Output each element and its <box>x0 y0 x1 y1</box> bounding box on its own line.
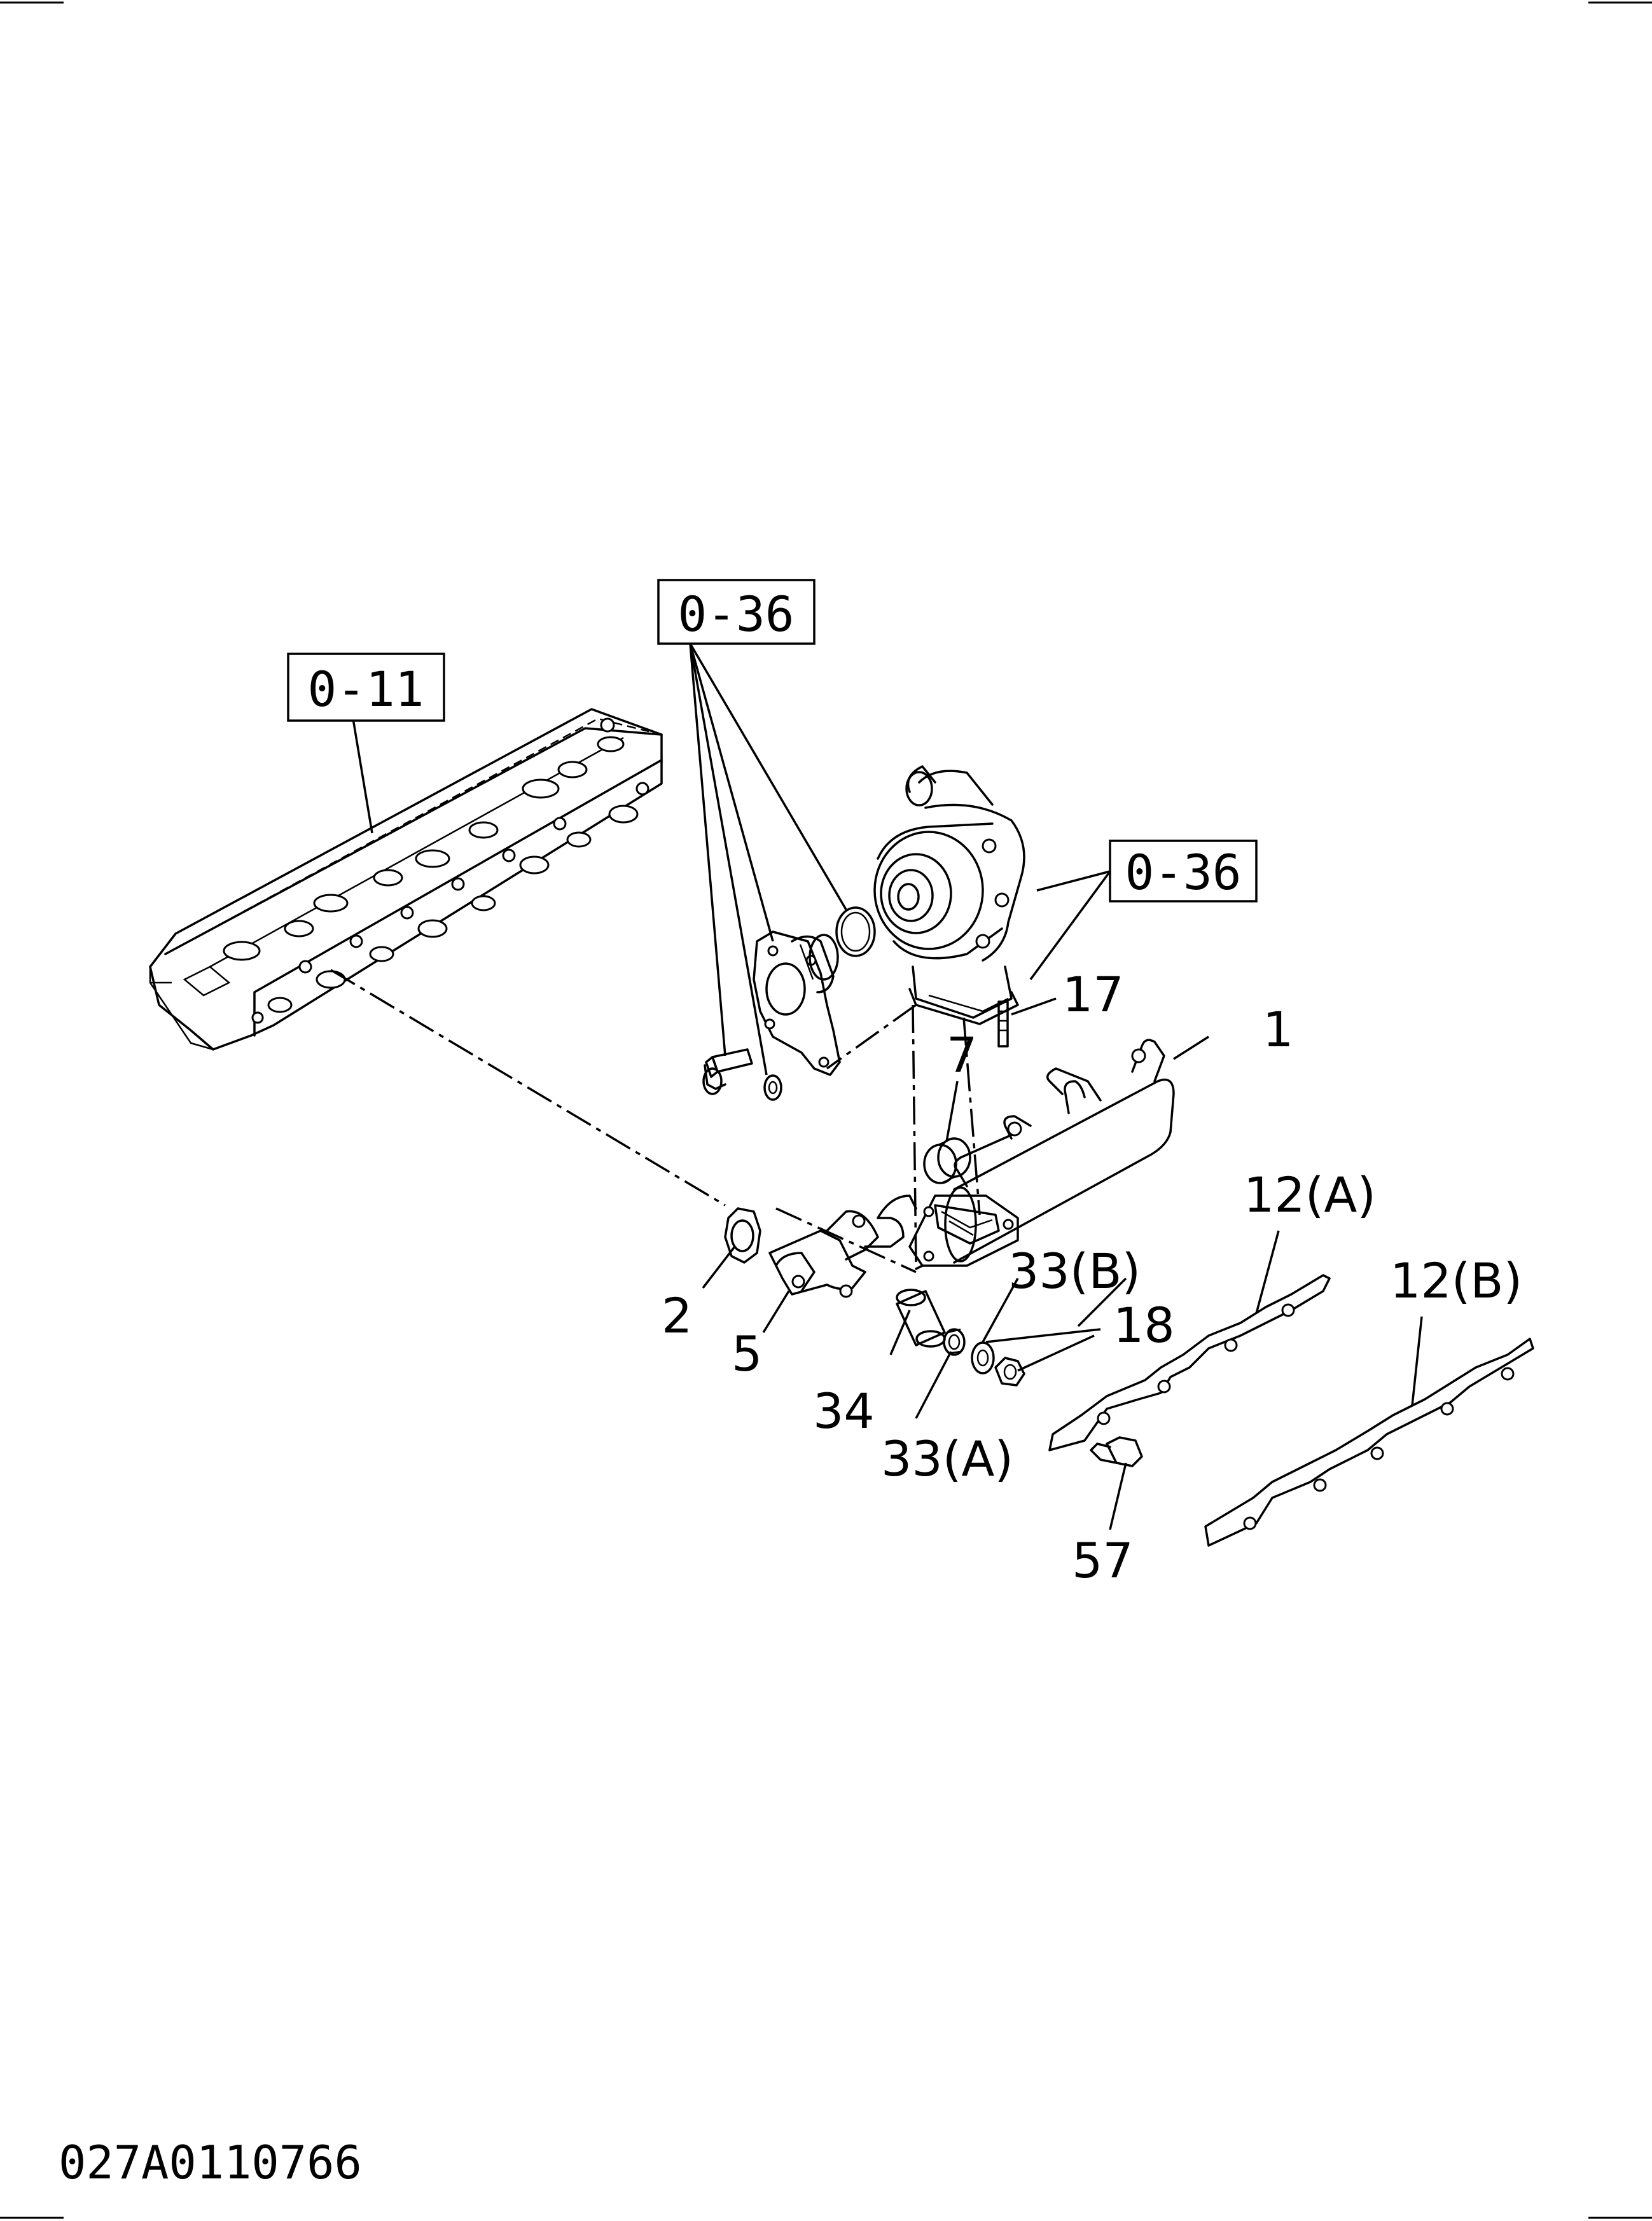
callout-12a: 12(A) <box>1244 1166 1376 1223</box>
cylinder-head-drawing <box>149 708 663 1051</box>
leader-cylinder-head <box>352 718 373 834</box>
callout-17: 17 <box>1062 966 1124 1023</box>
ref-label-turbo-side: 0-36 <box>1125 844 1241 901</box>
stud-drawing <box>997 1000 1009 1048</box>
callout-1: 1 <box>1263 1001 1293 1058</box>
o-ring-drawing <box>835 906 876 957</box>
callout-leaders <box>702 997 1423 1530</box>
callout-12b: 12(B) <box>1390 1252 1522 1309</box>
callout-57: 57 <box>1072 1532 1134 1589</box>
front-manifold-drawing <box>768 1194 917 1298</box>
alignment-lines <box>330 969 981 1273</box>
bolt-57-drawing <box>1090 1436 1143 1467</box>
sleeve-drawing <box>896 1289 946 1348</box>
bolt-washer-drawing <box>702 1048 782 1101</box>
washer-b-drawing <box>971 1341 995 1374</box>
callout-18: 18 <box>1113 1297 1175 1353</box>
ref-label-turbo-top: 0-36 <box>677 586 794 642</box>
gasket-plate-b-drawing <box>1204 1338 1534 1547</box>
callout-2: 2 <box>662 1287 692 1344</box>
washer-a-drawing <box>943 1328 966 1356</box>
callout-34: 34 <box>813 1383 875 1439</box>
drawing-code: 027A0110766 <box>59 2136 362 2189</box>
callout-5: 5 <box>732 1325 762 1382</box>
gasket-drawing <box>724 1207 761 1264</box>
gasket-plate-a-drawing <box>1048 1274 1331 1451</box>
turbo-flange-drawing <box>753 931 841 1076</box>
callout-33a: 33(A) <box>881 1430 1013 1487</box>
ref-label-cylinder-head: 0-11 <box>307 661 424 717</box>
callout-7: 7 <box>947 1027 977 1083</box>
seal-ring-drawing <box>923 1137 971 1184</box>
ref-box-cylinder-head[interactable]: 0-11 <box>287 653 445 722</box>
leaders-turbo-top <box>689 643 847 1076</box>
ref-box-turbo-side[interactable]: 0-36 <box>1109 840 1258 903</box>
turbocharger-drawing <box>873 765 1025 1025</box>
leader-turbo-side-1 <box>1036 870 1111 892</box>
leader-turbo-side-2 <box>1029 870 1111 981</box>
callout-33b: 33(B) <box>1008 1243 1141 1299</box>
nut-drawing <box>994 1357 1025 1387</box>
exhaust-manifold-drawing <box>908 1039 1175 1270</box>
ref-box-turbo-top[interactable]: 0-36 <box>657 579 816 645</box>
